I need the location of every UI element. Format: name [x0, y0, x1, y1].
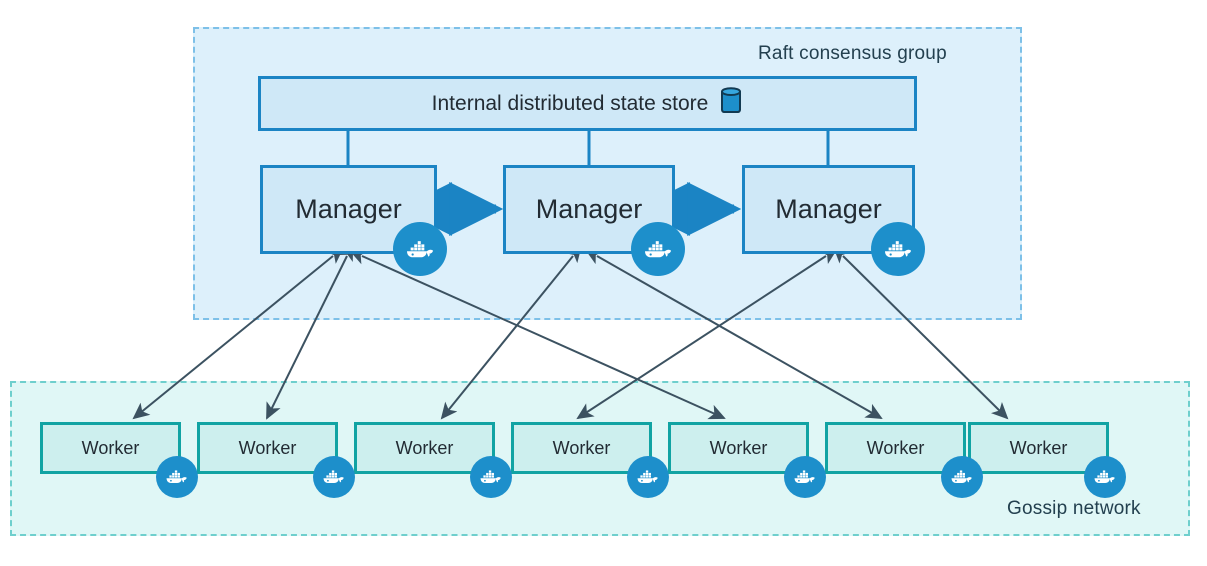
manager-label: Manager	[775, 194, 882, 224]
store-manager-links	[346, 131, 830, 166]
link-manager-1-worker-1	[132, 247, 344, 420]
docker-icon-worker-2	[313, 456, 355, 498]
worker-label: Worker	[238, 437, 297, 458]
docker-icon-worker-4	[627, 456, 669, 498]
link-manager-3-worker-7	[833, 246, 1009, 420]
zone-gossip-label: Gossip network	[1007, 498, 1141, 519]
docker-icon-manager-3	[871, 222, 925, 276]
worker-label: Worker	[709, 437, 768, 458]
link-manager-2-worker-6	[584, 249, 883, 419]
worker-node-3[interactable]: Worker	[354, 422, 495, 474]
docker-icon-manager-1	[393, 222, 447, 276]
docker-icon-worker-3	[470, 456, 512, 498]
docker-icon-manager-2	[631, 222, 685, 276]
link-manager-1-worker-2	[266, 243, 354, 420]
zone-raft-label: Raft consensus group	[758, 43, 947, 64]
worker-label: Worker	[81, 437, 140, 458]
manager-label: Manager	[295, 194, 402, 224]
docker-icon-worker-5	[784, 456, 826, 498]
worker-label: Worker	[552, 437, 611, 458]
docker-icon-worker-1	[156, 456, 198, 498]
link-manager-3-worker-4	[576, 248, 838, 420]
worker-label: Worker	[395, 437, 454, 458]
worker-label: Worker	[866, 437, 925, 458]
manager-label: Manager	[535, 194, 643, 224]
worker-node-4[interactable]: Worker	[511, 422, 652, 474]
manager-worker-links	[132, 243, 1009, 420]
state-store-label: Internal distributed state store	[431, 91, 709, 115]
docker-icon-worker-6	[941, 456, 983, 498]
link-manager-1-worker-5	[349, 250, 726, 420]
link-manager-2-worker-3	[440, 245, 582, 420]
docker-icon-worker-7	[1084, 456, 1126, 498]
database-icon	[719, 86, 743, 122]
worker-label: Worker	[1009, 437, 1068, 458]
state-store-node[interactable]: Internal distributed state store	[258, 76, 917, 131]
